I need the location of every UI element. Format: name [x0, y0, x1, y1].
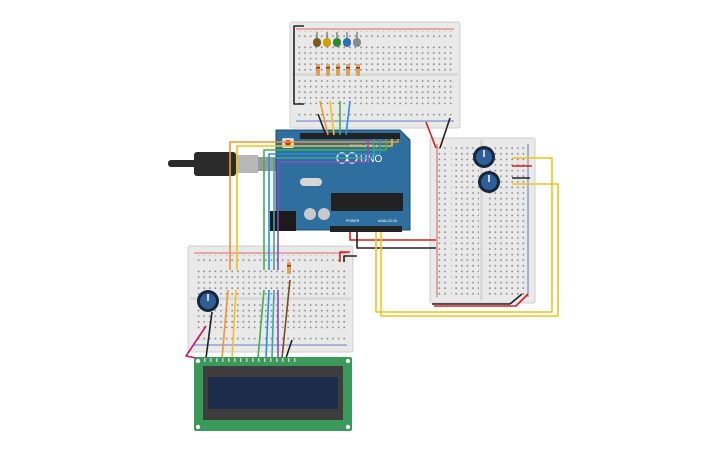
wire-blue-lcd-d5 — [268, 139, 381, 270]
digital-header[interactable] — [300, 133, 400, 139]
led-brown[interactable] — [313, 32, 321, 47]
breadboard-right[interactable] — [429, 137, 536, 304]
capacitor-2 — [318, 208, 330, 220]
board-logo-text: UNO — [360, 154, 382, 165]
wires — [185, 25, 559, 361]
breadboard-top[interactable] — [289, 21, 461, 129]
crystal — [300, 178, 322, 186]
potentiometer-contrast[interactable] — [197, 290, 219, 312]
wire-black-top-right — [439, 117, 451, 149]
wire-yellow-lcd-pin — [231, 289, 237, 359]
capacitor-1 — [304, 208, 316, 220]
led-gray[interactable] — [353, 32, 361, 47]
resistor-4[interactable] — [346, 64, 350, 76]
lcd-pin-header — [204, 358, 296, 362]
wire-green-lcd-d4 — [263, 139, 387, 270]
wire-black-lcd-pin — [205, 311, 213, 359]
resistor-5[interactable] — [356, 64, 360, 76]
wire-red-lcd-power — [339, 251, 350, 262]
wire-black-lcd-k — [285, 339, 293, 359]
led-yellow[interactable] — [323, 32, 331, 47]
wire-brown-lcd-backlight — [281, 279, 291, 359]
wire-orange-lcd-rs — [229, 139, 399, 270]
power-jack[interactable] — [270, 211, 296, 231]
wire-black-led — [317, 113, 327, 136]
wire-purple-lcd-d7 — [277, 139, 369, 270]
potentiometer-1[interactable] — [473, 146, 495, 168]
wire-orange-led — [319, 100, 329, 136]
wire-black-top-gnd — [293, 25, 304, 105]
led-array — [313, 32, 361, 47]
led-green[interactable] — [333, 32, 341, 47]
resistor-6[interactable] — [287, 262, 291, 274]
wire-red-top-right — [425, 121, 437, 149]
wire-yellow-led — [329, 100, 335, 136]
power-label: POWER — [346, 219, 360, 223]
wire-yellow-a1 — [380, 183, 559, 317]
wire-teal-lcd-pin — [271, 289, 275, 359]
arduino-uno-board[interactable]: UNO POWER ANALOG IN DIGITAL (PWM~) — [270, 129, 411, 232]
wire-yellow-lcd-en — [236, 139, 393, 270]
wire-black-right-bottom — [432, 293, 523, 305]
wire-orange-lcd-pin — [221, 289, 229, 359]
breadboard-lcd[interactable] — [187, 245, 354, 353]
resistor-1[interactable] — [316, 64, 320, 76]
wire-red-right-bottom — [434, 293, 529, 307]
wire-yellow-a0 — [375, 157, 553, 313]
resistor-2[interactable] — [326, 64, 330, 76]
wire-blue-lcd-pin — [265, 289, 270, 359]
analog-label: ANALOG IN — [378, 219, 398, 223]
atmega-chip — [331, 193, 403, 211]
lcd-screen — [208, 377, 338, 409]
wire-black-lcd-gnd — [343, 255, 357, 262]
led-resistors — [316, 64, 360, 76]
power-analog-header[interactable] — [330, 226, 402, 232]
potentiometer-2[interactable] — [478, 171, 500, 193]
wire-teal-lcd-d6 — [273, 139, 375, 270]
wire-green-lcd-pin — [257, 289, 265, 359]
lcd-display[interactable] — [194, 357, 352, 431]
wire-blue-led — [345, 100, 351, 136]
wire-black-gnd — [356, 232, 436, 249]
resistor-3[interactable] — [336, 64, 340, 76]
led-blue[interactable] — [343, 32, 351, 47]
wire-red-5v — [349, 232, 436, 241]
